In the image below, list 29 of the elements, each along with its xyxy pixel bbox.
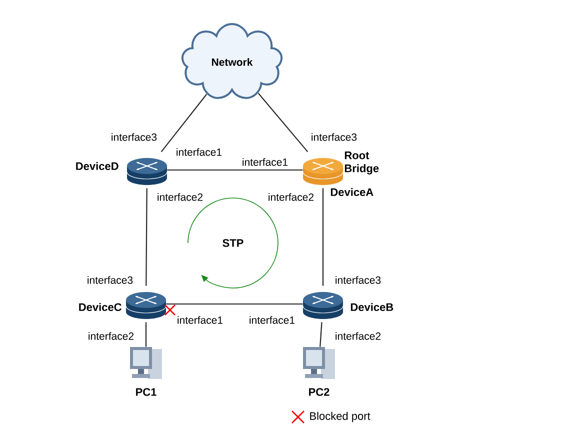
port-label: interface1 [178, 316, 223, 324]
legend-text: Blocked port [310, 412, 370, 422]
connection-line [145, 322, 147, 347]
device-name: DeviceC [79, 302, 122, 312]
port-label: interface1 [250, 316, 295, 324]
port-label: interface2 [268, 193, 314, 201]
connection-line [166, 303, 303, 305]
port-label: interface3 [88, 276, 133, 284]
protocol-label: STP [222, 239, 244, 247]
device-name: DeviceA [330, 188, 374, 196]
connection-line [322, 188, 324, 286]
port-label: interface3 [336, 276, 381, 284]
port-label: interface1 [242, 158, 288, 166]
port-label: interface2 [158, 193, 203, 201]
device-name: PC2 [309, 388, 330, 396]
device-name: DeviceB [350, 302, 394, 312]
device-name: PC1 [136, 388, 156, 396]
port-label: interface1 [176, 148, 222, 156]
port-label: interface2 [336, 332, 381, 340]
device-name: DeviceD [76, 162, 118, 170]
device-name: Root Bridge [344, 152, 379, 174]
connection-line [146, 188, 148, 286]
port-label: interface3 [112, 133, 157, 141]
connection-line [167, 169, 303, 171]
connection-line [160, 94, 208, 152]
connection-line [320, 322, 322, 347]
connection-line [258, 92, 308, 152]
port-label: interface3 [312, 133, 357, 141]
port-label: interface2 [88, 332, 134, 340]
